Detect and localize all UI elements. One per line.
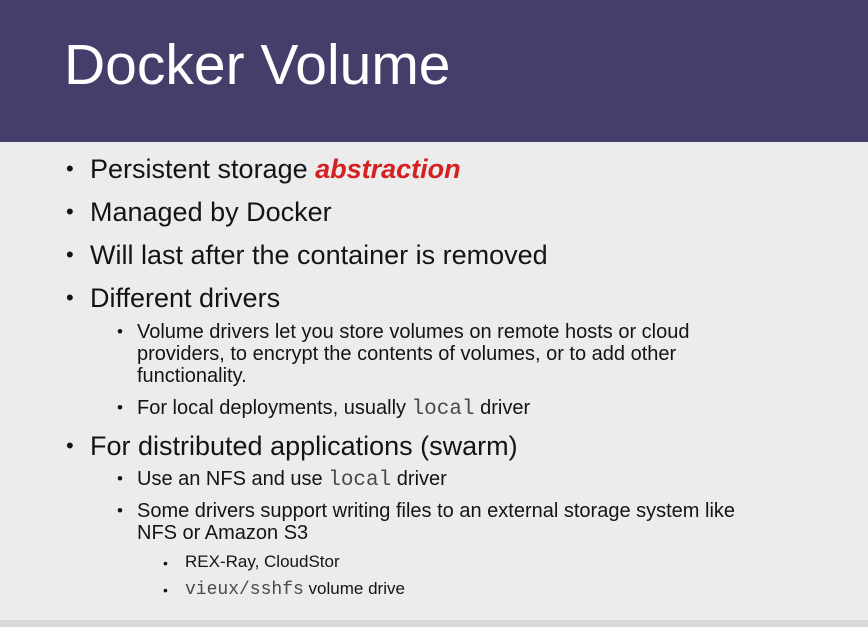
title-bar: Docker Volume [0, 0, 868, 142]
bullet-text: REX-Ray, CloudStor [185, 552, 340, 571]
subbullet-some-drivers: • Some drivers support writing files to … [117, 500, 777, 544]
bullet-icon: • [66, 156, 74, 181]
bullet-text: Use an NFS and use local driver [117, 468, 777, 492]
bottom-strip [0, 620, 868, 627]
bullet-will-last: • Will last after the container is remov… [66, 239, 548, 271]
bullet-icon: • [66, 433, 74, 458]
subbullet-volume-drivers: • Volume drivers let you store volumes o… [117, 321, 777, 387]
bullet-distributed-applications: • For distributed applications (swarm) [66, 430, 518, 462]
bullet-icon: • [117, 322, 123, 341]
subsubbullet-vieux-sshfs: • vieux/sshfs volume drive [163, 579, 405, 600]
bullet-text: Different drivers [90, 283, 281, 313]
emphasis-text: abstraction [315, 154, 461, 184]
bullet-icon: • [117, 469, 123, 488]
bullet-icon: • [163, 555, 168, 571]
bullet-prefix: Persistent storage [90, 154, 316, 184]
subbullet-use-nfs: • Use an NFS and use local driver [117, 468, 777, 492]
bullet-different-drivers: • Different drivers [66, 282, 280, 314]
bullet-prefix: Use an NFS and use [137, 468, 329, 490]
bullet-text: Managed by Docker [90, 197, 332, 227]
subbullet-local-deployments: • For local deployments, usually local d… [117, 397, 777, 421]
bullet-text: vieux/sshfs volume drive [163, 579, 405, 600]
bullet-text: For distributed applications (swarm) [90, 431, 518, 461]
bullet-suffix: driver [474, 397, 531, 419]
subsubbullet-rex-ray: • REX-Ray, CloudStor [163, 552, 340, 572]
code-text: local [411, 398, 475, 421]
bullet-icon: • [66, 199, 74, 224]
bullet-prefix: For local deployments, usually [137, 397, 412, 419]
bullet-suffix: driver [391, 468, 447, 490]
bullet-text: For local deployments, usually local dri… [117, 397, 777, 421]
bullet-icon: • [117, 501, 123, 520]
code-text: vieux/sshfs [185, 580, 304, 600]
bullet-icon: • [66, 285, 74, 310]
bullet-persistent-storage: • Persistent storage abstraction [66, 153, 461, 185]
bullet-icon: • [117, 398, 123, 417]
bullet-managed-by-docker: • Managed by Docker [66, 196, 332, 228]
bullet-suffix: volume drive [303, 579, 405, 598]
bullet-icon: • [66, 242, 74, 267]
slide-title: Docker Volume [64, 33, 451, 97]
bullet-text: Volume drivers let you store volumes on … [137, 321, 690, 387]
bullet-text: Some drivers support writing files to an… [137, 500, 736, 544]
bullet-text: Will last after the container is removed [90, 240, 548, 270]
bullet-icon: • [163, 582, 168, 598]
bullet-text: Persistent storage abstraction [66, 153, 461, 185]
code-text: local [328, 469, 392, 492]
